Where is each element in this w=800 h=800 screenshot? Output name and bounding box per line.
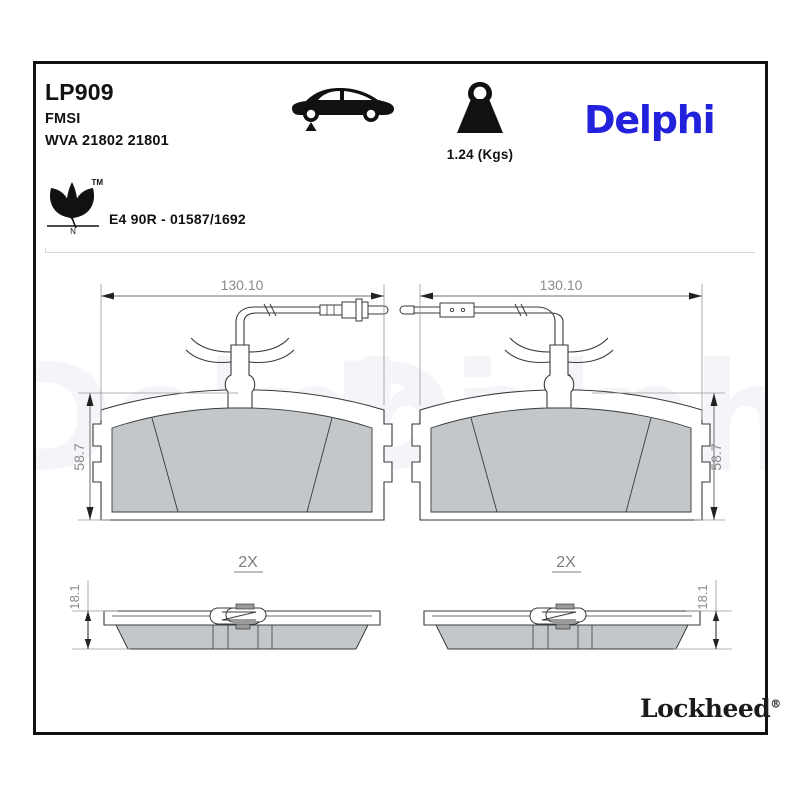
page-title: LP909: [45, 79, 114, 105]
weight-kettlebell-icon: [420, 78, 540, 145]
eco-n-label: N: [70, 227, 76, 236]
registered-mark: ®: [770, 697, 781, 711]
car-front-axle-icon: [288, 80, 398, 132]
header-separator: [45, 252, 755, 253]
lockheed-logo: Lockheed®: [640, 694, 781, 723]
trademark-mark: TM: [91, 178, 103, 187]
fmsi-label: FMSI: [45, 111, 81, 128]
header-text-block: LP909 FMSI WVA 21802 21801: [45, 80, 305, 149]
wva-label: WVA 21802 21801: [45, 133, 169, 150]
header-rule-tick: [45, 248, 46, 253]
lockheed-wordmark: Lockheed: [640, 694, 771, 723]
homologation-row: TM N E4 90R - 01587/1692: [45, 178, 246, 236]
sheet-border: [33, 61, 768, 735]
homologation-code: E4 90R - 01587/1692: [109, 211, 246, 227]
weight-value: 1.24 (Kgs): [446, 147, 514, 162]
leaf-eco-icon: TM N: [45, 178, 103, 236]
weight-block: 1.24 (Kgs): [420, 78, 540, 162]
delphi-logo: Delphi: [584, 98, 716, 142]
